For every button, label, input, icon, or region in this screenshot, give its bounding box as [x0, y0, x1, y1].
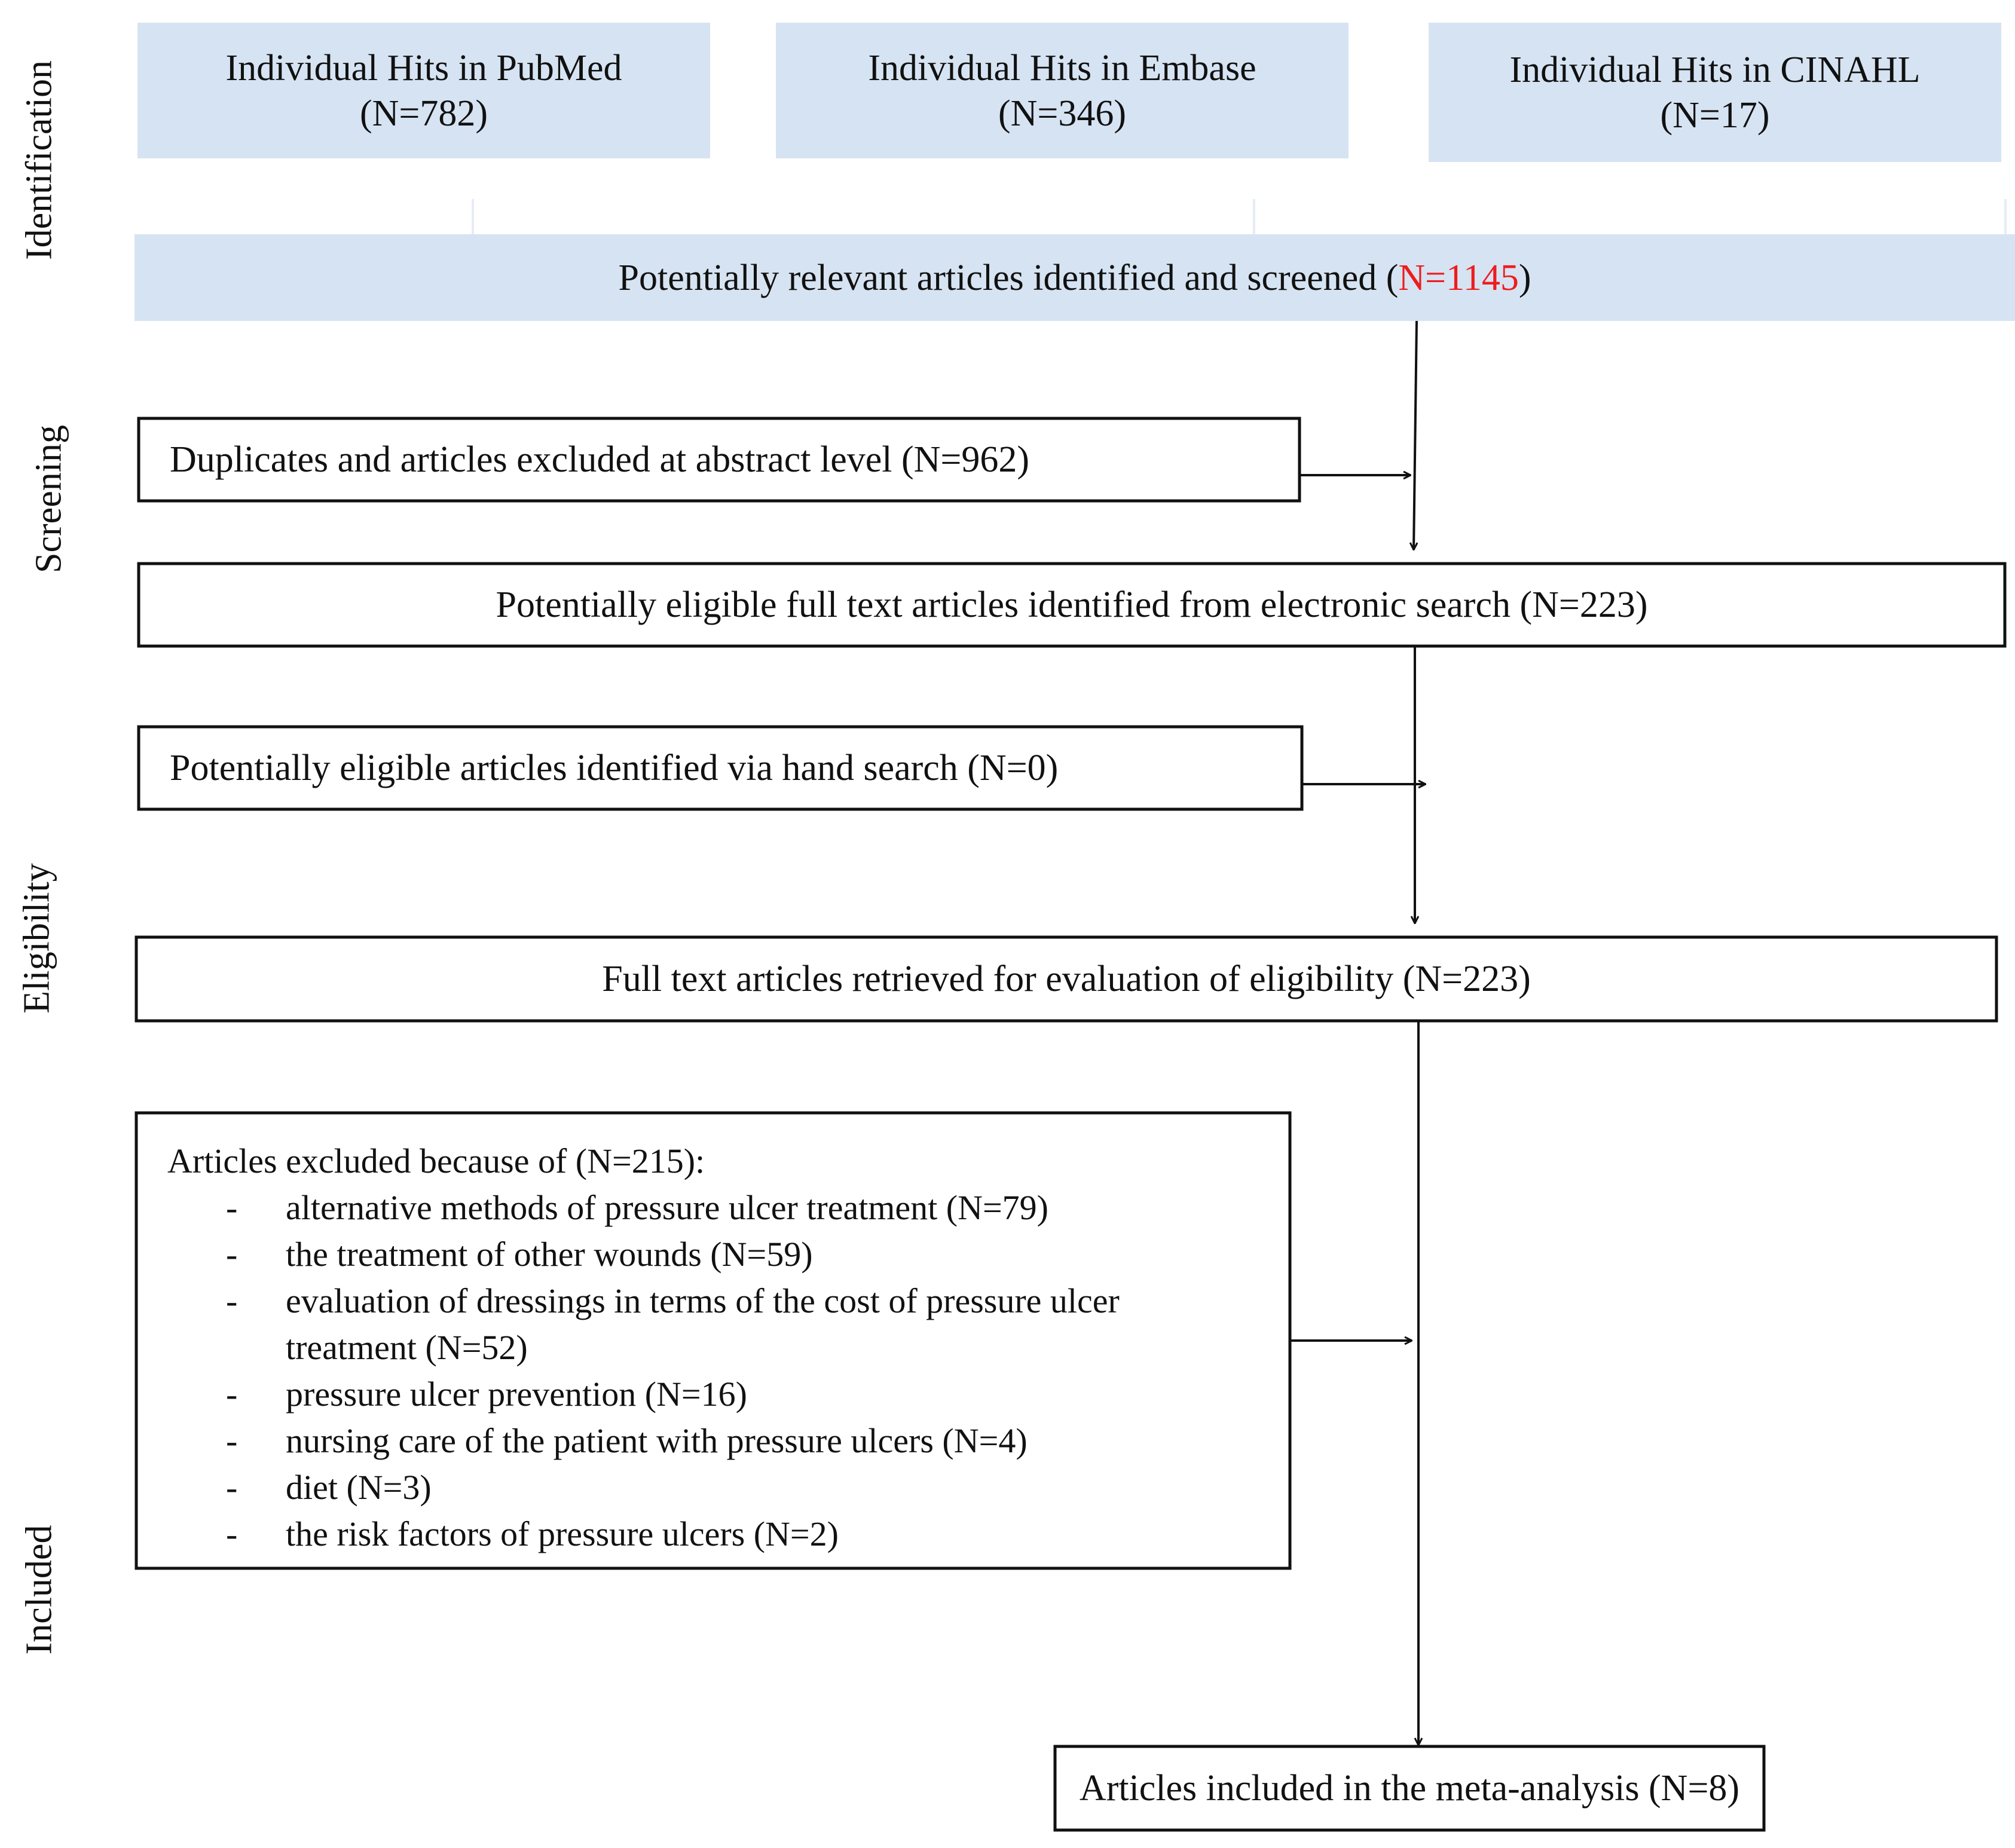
hand-search-label: Potentially eligible articles identified…: [170, 748, 1059, 788]
pubmed-label: Individual Hits in PubMed (N=782): [137, 23, 710, 158]
bullet-dash: -: [226, 1468, 238, 1507]
stage-label-eligibility: Eligibility: [16, 863, 57, 1014]
pubmed-box: [137, 23, 710, 158]
embase-box: [776, 23, 1349, 158]
reason-text: nursing care of the patient with pressur…: [286, 1421, 1028, 1460]
hand-search-box: [137, 725, 1304, 811]
screened-text: Potentially relevant articles identified…: [618, 257, 1399, 298]
excluded-reason: - diet (N=3): [136, 1464, 1290, 1511]
eligible-electronic-box: [137, 562, 2007, 648]
cinahl-title: Individual Hits in CINAHL: [1509, 49, 1921, 90]
bullet-dash: -: [226, 1281, 238, 1320]
excluded-reason-continuation: treatment (N=52): [136, 1324, 1290, 1371]
full-text-label: Full text articles retrieved for evaluat…: [602, 959, 1531, 999]
bullet-dash: -: [226, 1188, 238, 1227]
stage-label-screening: Screening: [28, 425, 69, 573]
duplicates-label: Duplicates and articles excluded at abst…: [170, 439, 1029, 480]
excluded-reason: - evaluation of dressings in terms of the…: [136, 1278, 1290, 1324]
excluded-reason: - the risk factors of pressure ulcers (N=…: [136, 1511, 1290, 1558]
reason-text: diet (N=3): [286, 1468, 432, 1507]
reason-text: the risk factors of pressure ulcers (N=2…: [286, 1514, 839, 1553]
included-label: Articles included in the meta-analysis (…: [1079, 1768, 1740, 1809]
stage-label-identification: Identification: [19, 60, 60, 260]
bullet-dash: -: [226, 1375, 238, 1413]
excluded-reason: - alternative methods of pressure ulcer t…: [136, 1185, 1290, 1231]
bullet-dash: -: [226, 1235, 238, 1274]
screened-box: [134, 234, 2015, 321]
stage-label-included: Included: [19, 1525, 60, 1655]
cinahl-box: [1429, 23, 2001, 162]
excluded-reason: - nursing care of the patient with pressu…: [136, 1418, 1290, 1464]
bullet-dash: -: [226, 1514, 238, 1553]
screened-label: Potentially relevant articles identified…: [134, 234, 2015, 321]
excluded-content: Articles excluded because of (N=215): - a…: [136, 1113, 1290, 1568]
embase-title: Individual Hits in Embase: [868, 47, 1256, 88]
pubmed-title: Individual Hits in PubMed: [225, 47, 622, 88]
pubmed-count: (N=782): [359, 93, 488, 134]
embase-count: (N=346): [998, 93, 1127, 134]
eligible-electronic-label: Potentially eligible full text articles …: [496, 585, 1648, 625]
reason-text: alternative methods of pressure ulcer tr…: [286, 1188, 1048, 1227]
duplicates-box: [137, 417, 1301, 503]
included-box: [1053, 1745, 1766, 1832]
screened-close: ): [1518, 257, 1531, 298]
reason-text: treatment (N=52): [286, 1328, 528, 1367]
cinahl-label: Individual Hits in CINAHL (N=17): [1429, 23, 2001, 162]
reason-text: pressure ulcer prevention (N=16): [286, 1375, 747, 1413]
excluded-reason: - the treatment of other wounds (N=59): [136, 1231, 1290, 1278]
reason-text: the treatment of other wounds (N=59): [286, 1235, 813, 1274]
excluded-reason: - pressure ulcer prevention (N=16): [136, 1371, 1290, 1418]
excluded-heading: Articles excluded because of (N=215):: [167, 1142, 705, 1180]
screened-count: N=1145: [1398, 257, 1519, 298]
excluded-reasons-list: - alternative methods of pressure ulcer t…: [136, 1185, 1290, 1558]
bullet-dash: -: [226, 1421, 238, 1460]
embase-label: Individual Hits in Embase (N=346): [776, 23, 1349, 158]
cinahl-count: (N=17): [1660, 94, 1770, 136]
reason-text: evaluation of dressings in terms of the …: [286, 1281, 1120, 1320]
flow-line-1: [1414, 320, 1417, 550]
full-text-box: [134, 935, 1998, 1023]
